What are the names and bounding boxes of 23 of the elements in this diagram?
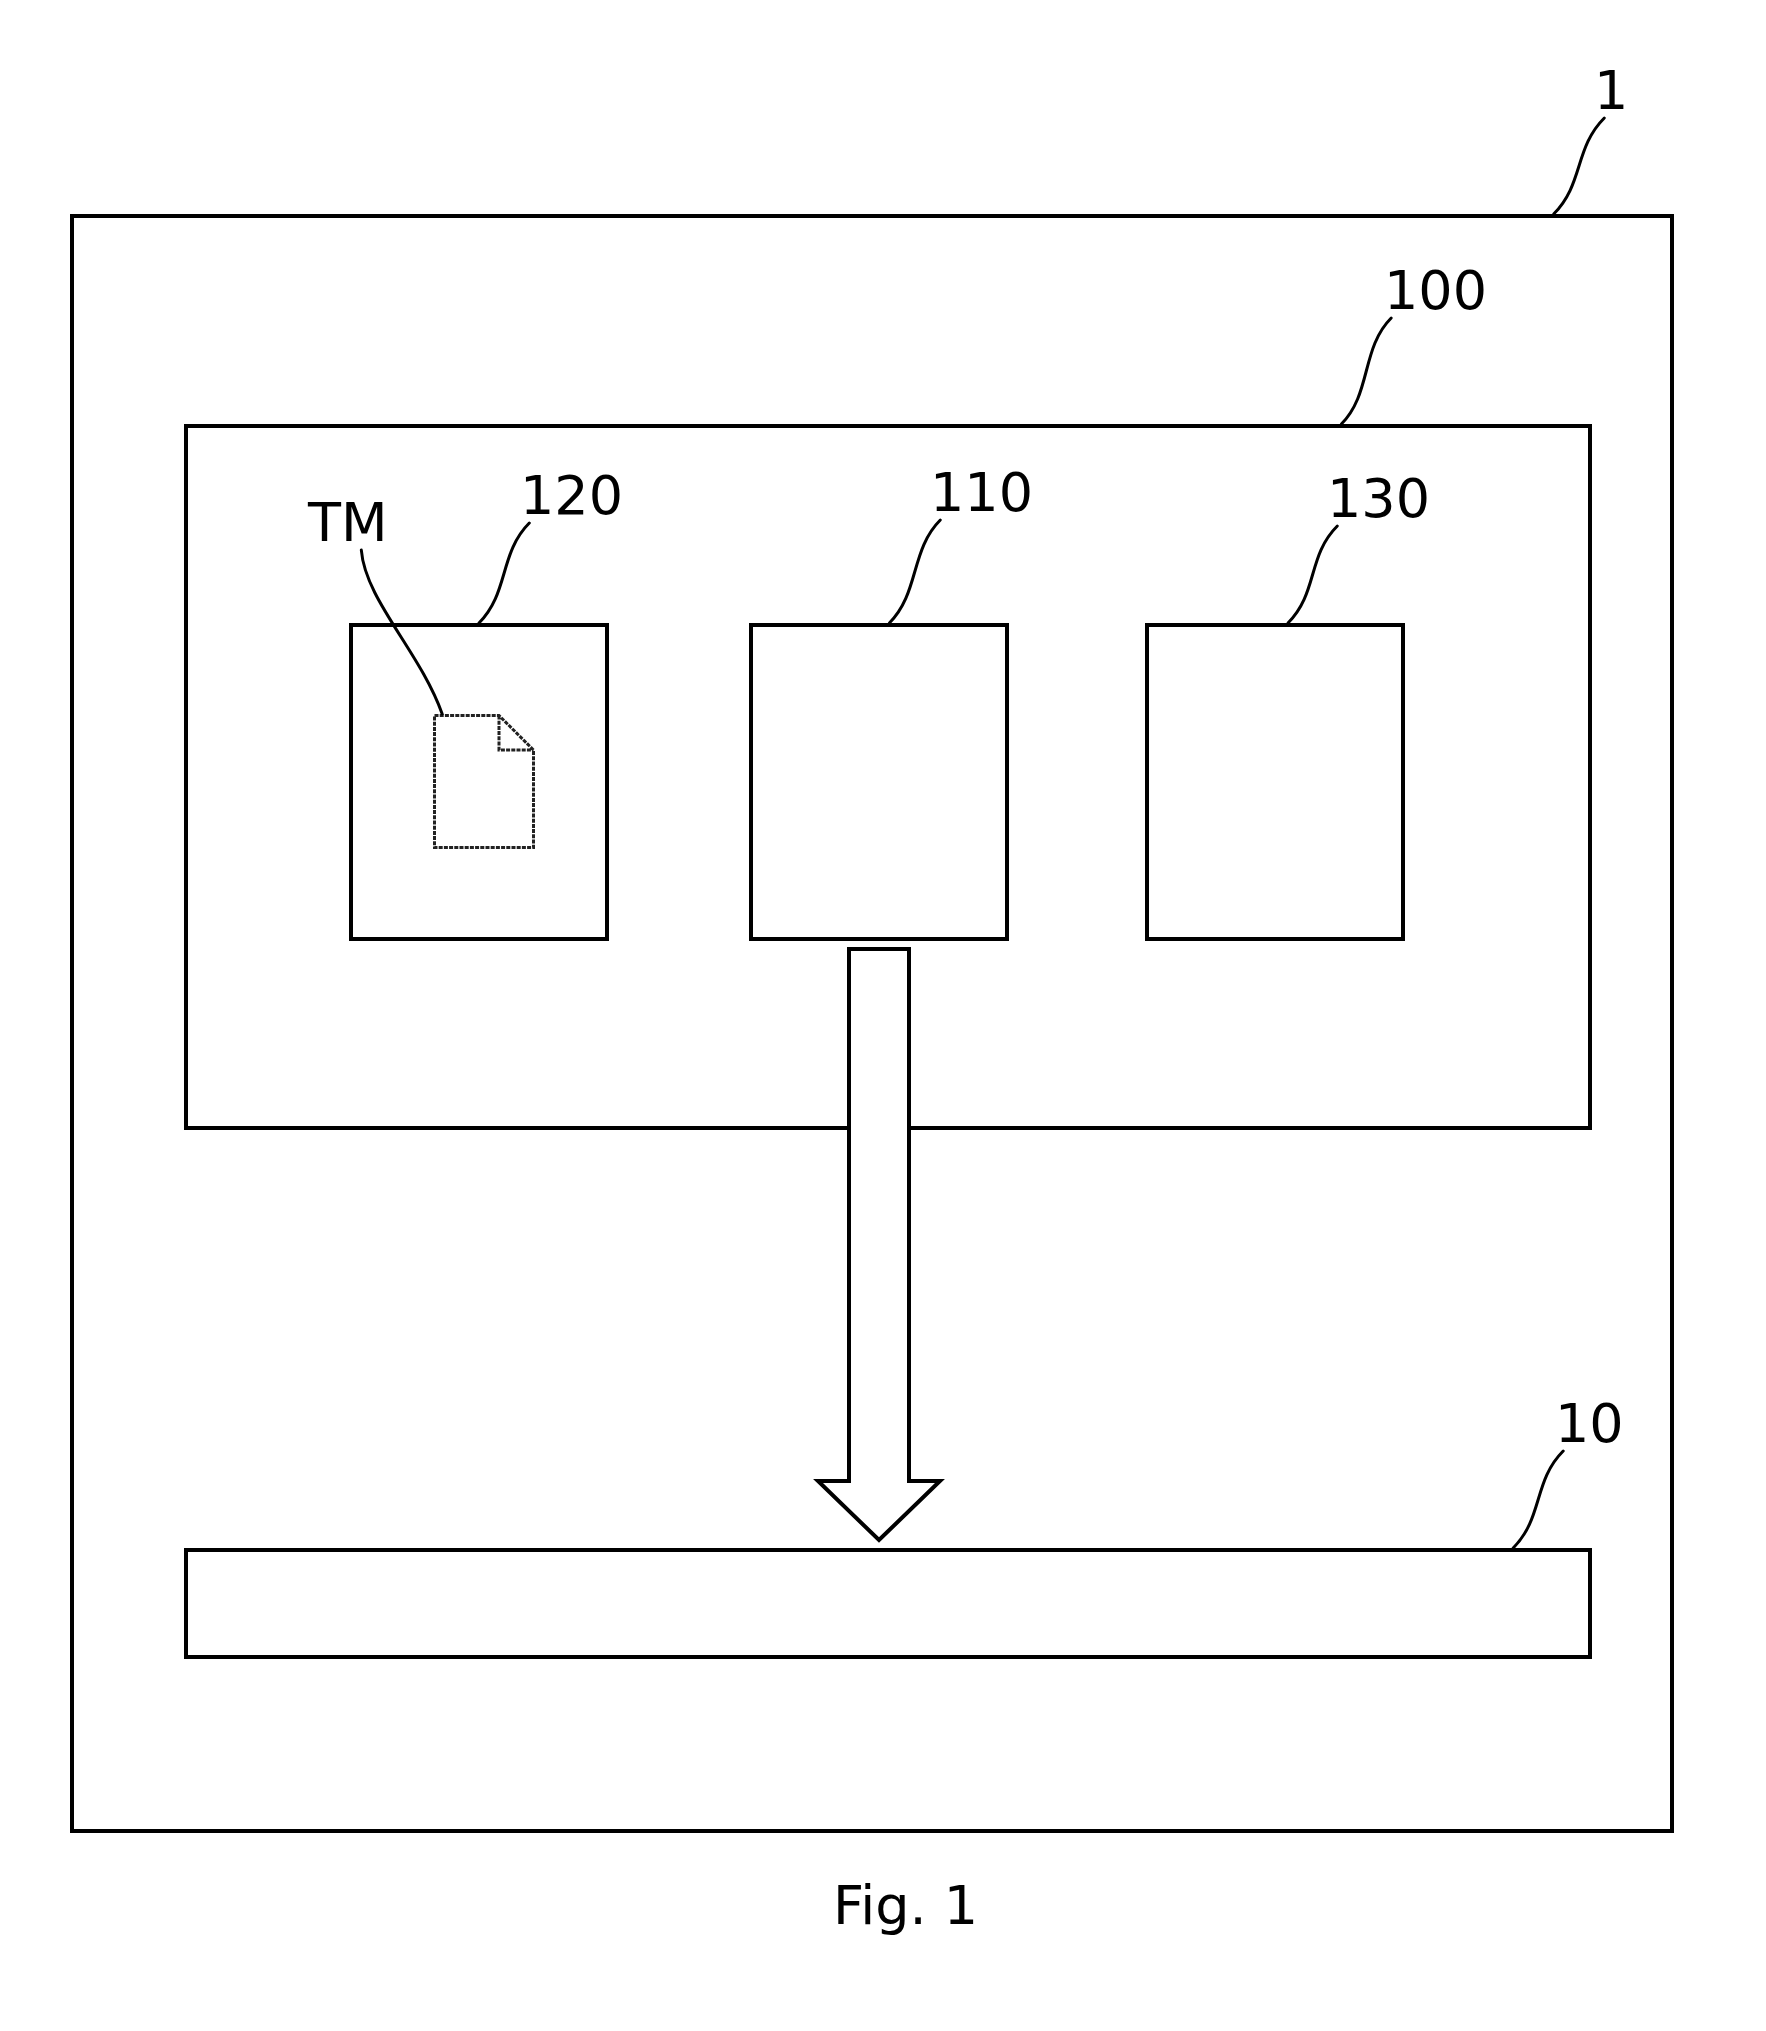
callout-number: 130: [1327, 472, 1431, 526]
figure-caption: Fig. 1: [833, 1879, 979, 1933]
leader-line: [359, 548, 444, 716]
leader-line: [1552, 116, 1606, 216]
leader-line: [1286, 524, 1339, 625]
document-icon: [433, 714, 535, 849]
callout-label: TM: [308, 496, 388, 550]
leader-line: [887, 518, 942, 625]
callout-number: 120: [520, 469, 624, 523]
block: [349, 623, 609, 941]
horizontal-bar: [184, 1548, 1592, 1659]
block-arrow: [813, 947, 945, 1543]
inner-frame: [184, 424, 1592, 1130]
callout-number: 1: [1594, 64, 1629, 118]
leader-line: [1339, 316, 1393, 426]
leader-line: [477, 521, 531, 625]
block: [1145, 623, 1405, 941]
leader-line: [1511, 1449, 1565, 1550]
callout-number: 100: [1384, 264, 1488, 318]
callout-number: 10: [1555, 1397, 1624, 1451]
outer-frame: [70, 214, 1674, 1833]
block: [749, 623, 1009, 941]
callout-number: 110: [930, 466, 1034, 520]
